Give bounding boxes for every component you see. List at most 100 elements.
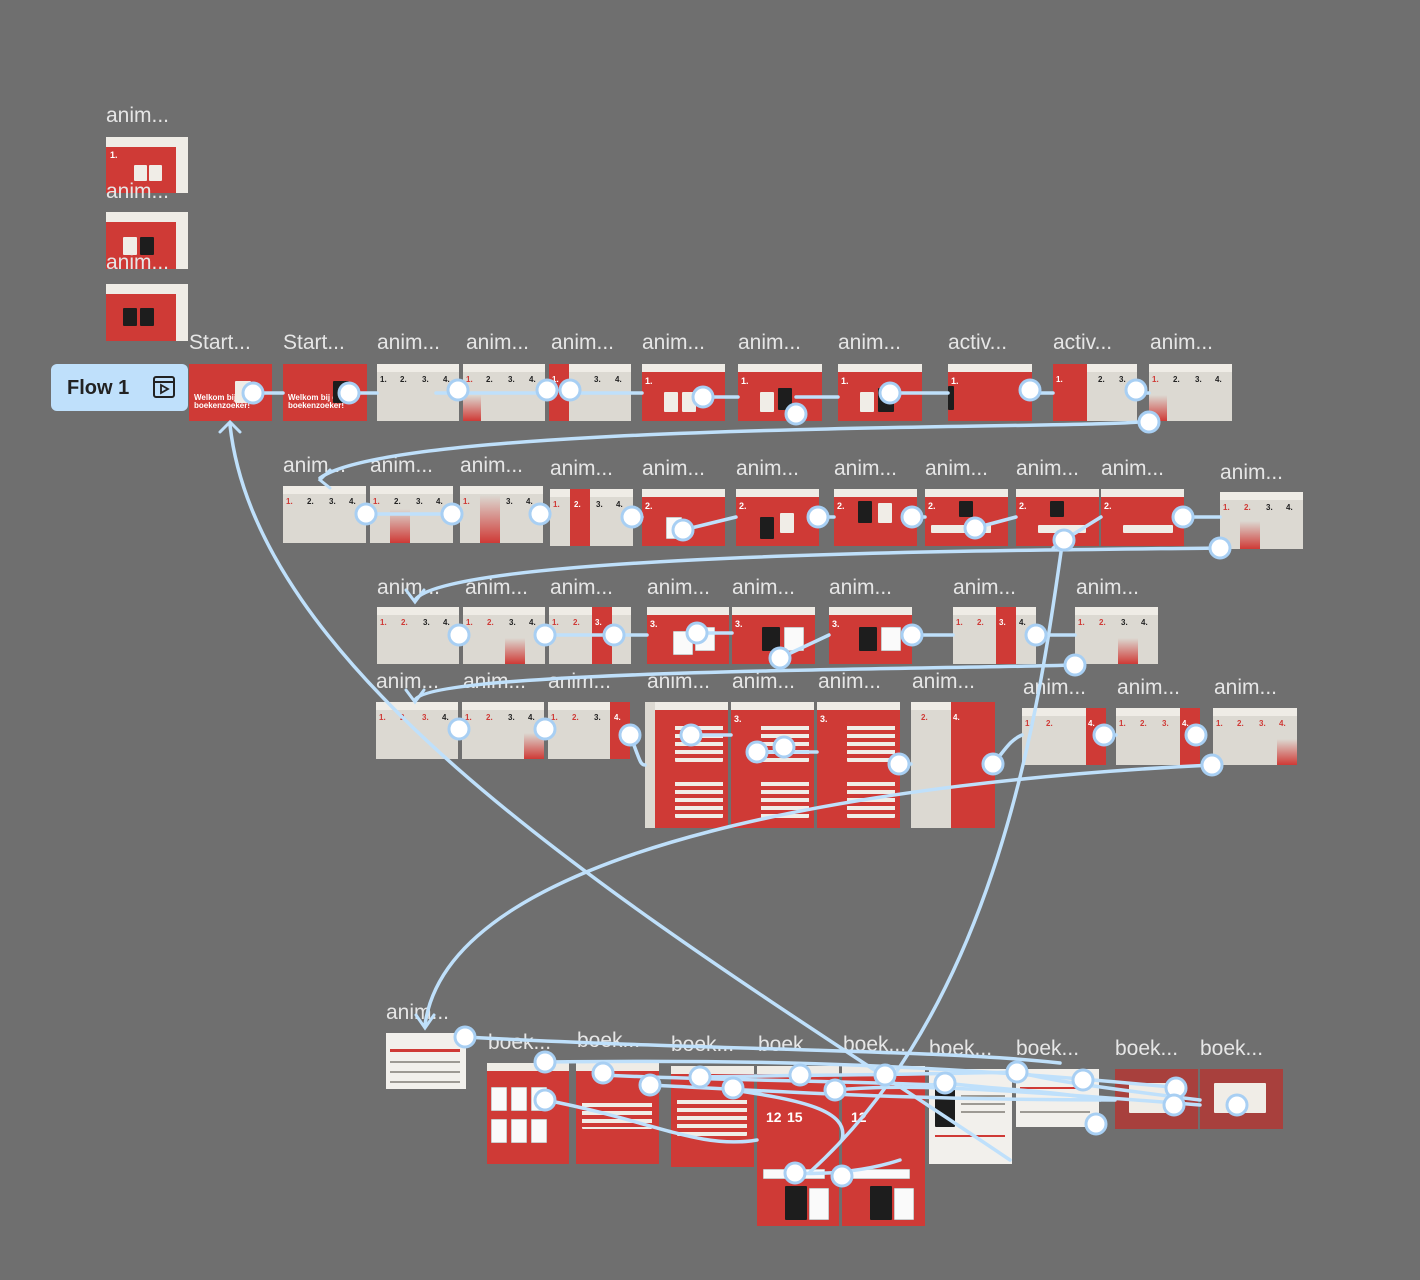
frame-label[interactable]: anim... [642,457,706,480]
frame-thumbnail[interactable]: 1. 2. 3. 4. [550,489,633,546]
number-card-12[interactable]: 12 [766,1109,782,1125]
frame-label[interactable]: anim... [106,251,170,274]
rating-bar[interactable] [763,1169,825,1179]
frame-thumbnail[interactable]: 1. 2. 3. 4. [548,702,630,759]
frame-thumbnail[interactable]: 1. [838,364,922,421]
frame-thumbnail[interactable]: 1. [738,364,822,421]
frame-label[interactable]: boek... [929,1037,993,1060]
number-card-12[interactable] [134,165,147,181]
frame-thumbnail[interactable]: 2. [925,489,1008,546]
frame-thumbnail[interactable]: 1. 2. 3. 4. [376,702,458,759]
number-card-15[interactable] [140,308,154,326]
frame-thumbnail[interactable]: 1. 2. 3. 4. [953,607,1036,664]
frame-thumbnail[interactable]: 1. 2. 3. 4. [463,364,545,421]
start-button[interactable] [333,381,349,403]
option-card[interactable] [784,627,804,651]
number-card-12[interactable] [123,308,137,326]
frame-thumbnail[interactable]: 3. [647,607,729,664]
frame-label[interactable]: anim... [738,331,802,354]
frame-thumbnail[interactable] [671,1066,754,1167]
frame-thumbnail[interactable]: 1. 2. 3. 4. [377,364,459,421]
frame-thumbnail[interactable]: 1. 3. 4. [460,486,543,543]
option-card[interactable] [878,503,892,523]
frame-label[interactable]: anim... [647,576,711,599]
frame-label[interactable]: anim... [1214,676,1278,699]
frame-label[interactable]: boek... [577,1029,641,1052]
frame-thumbnail[interactable]: 1. 3. 4. [549,364,631,421]
frame-thumbnail[interactable]: 1. 2. 3. 4. [1075,607,1158,664]
frame-label[interactable]: anim... [834,457,898,480]
book-cover[interactable] [511,1087,527,1111]
frame-thumbnail[interactable]: 3. [732,607,815,664]
frame-thumbnail[interactable]: 1. 2. 3. 4. [370,486,453,543]
number-card-12[interactable] [123,237,137,255]
modal-dialog[interactable] [1214,1083,1266,1113]
frame-thumbnail[interactable]: 1. [642,364,725,421]
book-cover[interactable] [809,1188,829,1220]
frame-label[interactable]: activ... [948,331,1008,354]
book-cover[interactable] [511,1119,527,1143]
frame-thumbnail[interactable]: 1. 2. 3. 4. [1220,492,1303,549]
frame-label[interactable]: anim... [548,670,612,693]
frame-label[interactable]: anim... [818,670,882,693]
frame-thumbnail[interactable]: 3. [817,702,900,828]
book-cover[interactable] [491,1119,507,1143]
option-card[interactable] [858,501,872,523]
frame-thumbnail[interactable]: 2. [834,489,917,546]
option-card[interactable] [762,627,780,651]
frame-label[interactable]: anim... [912,670,976,693]
book-cover[interactable] [870,1186,892,1220]
frame-thumbnail[interactable]: 1. [106,137,188,193]
frame-label[interactable]: anim... [460,454,524,477]
frame-thumbnail[interactable] [386,1033,466,1089]
number-card-15[interactable] [682,392,696,412]
frame-label[interactable]: Start... [189,331,251,354]
frame-thumbnail[interactable]: 2. [1101,489,1184,546]
frame-label[interactable]: anim... [732,576,796,599]
frame-thumbnail[interactable]: 2. [642,489,725,546]
frame-label[interactable]: anim... [550,457,614,480]
frame-thumbnail[interactable]: 3. [645,702,728,828]
frame-label[interactable]: boek... [843,1033,907,1056]
frame-label[interactable]: anim... [1150,331,1214,354]
frame-label[interactable]: boek... [758,1033,822,1056]
frame-thumbnail[interactable] [1200,1069,1283,1129]
book-cover[interactable] [785,1186,807,1220]
frame-thumbnail[interactable]: 1. 2. 3. 4. [1149,364,1232,421]
frame-thumbnail[interactable]: 2. 4. [911,702,995,828]
frame-thumbnail[interactable]: 1. 2. 3. 4. [462,702,544,759]
frame-label[interactable]: anim... [283,454,347,477]
frame-label[interactable]: anim... [376,670,440,693]
frame-label[interactable]: anim... [732,670,796,693]
book-cover[interactable] [531,1119,547,1143]
frame-thumbnail[interactable] [929,1069,1012,1164]
frame-label[interactable]: anim... [736,457,800,480]
option-card[interactable] [881,627,901,651]
frame-label[interactable]: anim... [838,331,902,354]
frame-thumbnail[interactable]: 12 15 [757,1066,839,1226]
genre-grid[interactable] [675,722,723,762]
option-card[interactable] [666,517,682,539]
frame-label[interactable]: anim... [106,104,170,127]
frame-thumbnail[interactable]: 1. 2. 3. 4. [1116,708,1200,765]
frame-thumbnail[interactable] [487,1063,569,1164]
rating-bar[interactable] [848,1169,910,1179]
frame-label[interactable]: boek... [1115,1037,1179,1060]
number-card-15[interactable]: 15 [787,1109,803,1125]
frame-label[interactable]: anim... [1023,676,1087,699]
book-cover[interactable] [491,1087,507,1111]
frame-thumbnail[interactable]: 12 [842,1066,925,1226]
genre-grid[interactable] [761,722,809,762]
option-card[interactable] [1050,501,1064,517]
frame-thumbnail[interactable]: 2. [736,489,819,546]
number-card-15[interactable] [778,388,792,410]
frame-label[interactable]: anim... [642,331,706,354]
frame-label[interactable]: boek... [671,1033,735,1056]
option-card[interactable] [959,501,973,517]
frame-thumbnail[interactable]: 1. 2. 3. 4. [463,607,545,664]
book-cover[interactable] [531,1087,547,1111]
frame-label[interactable]: anim... [465,576,529,599]
frame-thumbnail[interactable]: 1. [948,364,1032,421]
frame-label[interactable]: boek... [1200,1037,1264,1060]
